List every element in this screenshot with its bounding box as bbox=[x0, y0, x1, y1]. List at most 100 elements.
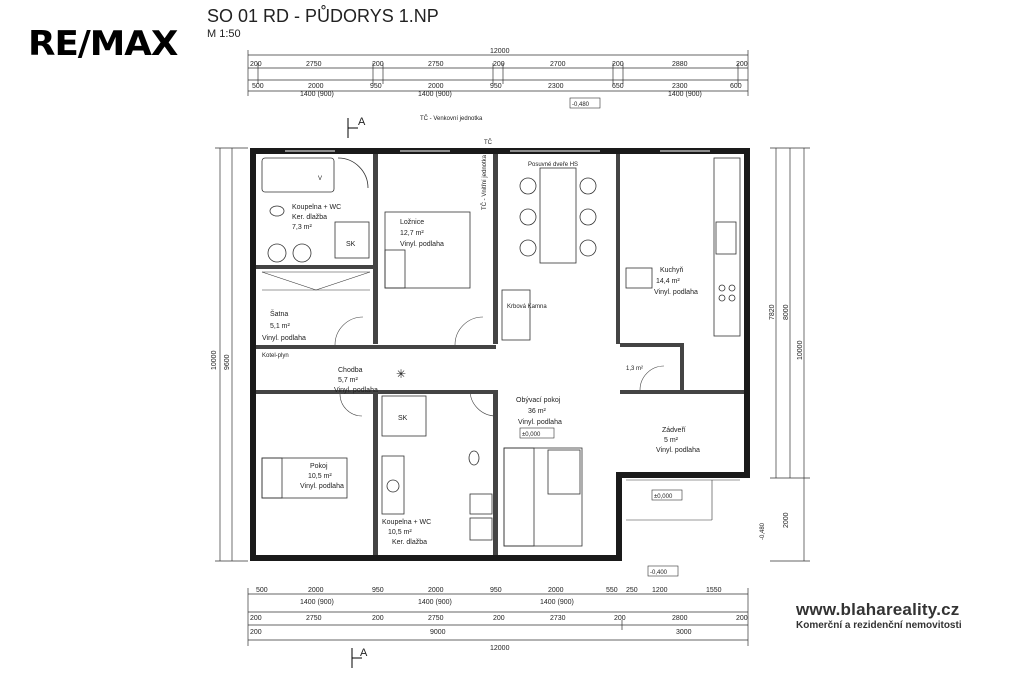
tc-indoor-label: TČ - Vnitřní jednotka bbox=[481, 154, 488, 210]
room-bedroom: Ložnice 12,7 m² Vinyl. podlaha bbox=[400, 219, 444, 248]
left-dimension-lines bbox=[215, 147, 248, 562]
wardrobe-shelves bbox=[261, 271, 371, 291]
level-bottom: -0,400 bbox=[650, 570, 668, 576]
corridor-light-icon: ✳ bbox=[396, 367, 406, 381]
svg-text:1400 (900): 1400 (900) bbox=[668, 91, 702, 98]
outer-walls bbox=[250, 148, 750, 561]
svg-text:950: 950 bbox=[372, 587, 384, 594]
right-dimension-lines bbox=[770, 147, 810, 562]
svg-text:10,5 m²: 10,5 m² bbox=[388, 529, 412, 536]
svg-text:9000: 9000 bbox=[430, 629, 446, 636]
svg-text:5,1 m²: 5,1 m² bbox=[270, 323, 291, 330]
svg-text:2300: 2300 bbox=[672, 83, 688, 90]
room-pokoj: Pokoj 10,5 m² Vinyl. podlaha bbox=[300, 463, 344, 490]
sliding-door-label: Posuvné dveře HS bbox=[528, 162, 578, 168]
svg-text:200: 200 bbox=[493, 615, 505, 622]
level-right: -0,480 bbox=[760, 522, 766, 540]
plan-title: SO 01 RD - PŮDORYS 1.NP bbox=[207, 6, 439, 26]
svg-text:1400 (900): 1400 (900) bbox=[540, 599, 574, 606]
small-room-area: 1,3 m² bbox=[626, 366, 643, 372]
svg-text:5 m²: 5 m² bbox=[664, 437, 679, 444]
dim-bottom-row3: 200 2750 200 2750 200 2730 200 2800 200 bbox=[250, 615, 748, 622]
svg-text:Vinyl. podlaha: Vinyl. podlaha bbox=[400, 241, 444, 248]
svg-text:Vinyl. podlaha: Vinyl. podlaha bbox=[654, 289, 698, 296]
svg-text:1200: 1200 bbox=[652, 587, 668, 594]
bath2-fixtures bbox=[381, 395, 493, 541]
svg-text:36 m²: 36 m² bbox=[528, 408, 547, 415]
svg-text:200: 200 bbox=[250, 629, 262, 636]
svg-text:5,7 m²: 5,7 m² bbox=[338, 377, 359, 384]
dim-top-row1: 200 2750 200 2750 200 2700 200 2880 200 bbox=[250, 61, 748, 68]
svg-text:200: 200 bbox=[614, 615, 626, 622]
svg-text:Kuchyň: Kuchyň bbox=[660, 267, 683, 274]
svg-text:Vinyl. podlaha: Vinyl. podlaha bbox=[334, 387, 378, 394]
svg-text:Vinyl. podlaha: Vinyl. podlaha bbox=[518, 419, 562, 426]
svg-text:Krbová Kamna: Krbová Kamna bbox=[507, 304, 547, 310]
svg-text:Ložnice: Ložnice bbox=[400, 219, 424, 226]
svg-text:200: 200 bbox=[372, 61, 384, 68]
dim-bottom-total: 12000 bbox=[490, 645, 510, 652]
dim-bottom-row2: 1400 (900) 1400 (900) 1400 (900) bbox=[300, 599, 574, 606]
svg-text:2730: 2730 bbox=[550, 615, 566, 622]
room-corridor: Chodba 5,7 m² Vinyl. podlaha bbox=[334, 367, 378, 394]
svg-text:Šatna: Šatna bbox=[270, 309, 288, 318]
shower-label-1: SK bbox=[346, 241, 356, 248]
room-living: Obývací pokoj 36 m² Vinyl. podlaha bbox=[516, 397, 562, 426]
remax-logo: RE/MAX bbox=[28, 24, 178, 64]
svg-text:1400 (900): 1400 (900) bbox=[300, 91, 334, 98]
svg-text:2000: 2000 bbox=[548, 587, 564, 594]
svg-text:500: 500 bbox=[252, 83, 264, 90]
room-bath2: Koupelna + WC 10,5 m² Ker. dlažba bbox=[382, 519, 431, 546]
svg-text:3000: 3000 bbox=[676, 629, 692, 636]
svg-text:Koupelna + WC: Koupelna + WC bbox=[382, 519, 431, 526]
svg-text:Vinyl. podlaha: Vinyl. podlaha bbox=[656, 447, 700, 454]
kitchen-counter bbox=[625, 157, 741, 337]
svg-text:200: 200 bbox=[250, 615, 262, 622]
bottom-dimension-lines bbox=[247, 588, 749, 646]
svg-text:550: 550 bbox=[606, 587, 618, 594]
entry-steps bbox=[626, 479, 740, 521]
bath1-fixtures bbox=[261, 157, 370, 263]
room-wardrobe: Šatna 5,1 m² Vinyl. podlaha bbox=[262, 309, 306, 342]
svg-text:2750: 2750 bbox=[306, 615, 322, 622]
svg-text:650: 650 bbox=[612, 83, 624, 90]
level-box-top bbox=[569, 97, 601, 109]
svg-text:2750: 2750 bbox=[428, 615, 444, 622]
svg-text:500: 500 bbox=[256, 587, 268, 594]
svg-text:200: 200 bbox=[736, 61, 748, 68]
stove-label: Krbová Kamna bbox=[507, 304, 547, 310]
svg-text:Vinyl. podlaha: Vinyl. podlaha bbox=[300, 483, 344, 490]
top-dimension-lines bbox=[248, 54, 748, 92]
svg-text:Vinyl. podlaha: Vinyl. podlaha bbox=[262, 335, 306, 342]
dim-right-1: 7820 bbox=[769, 304, 776, 320]
inner-walls bbox=[256, 154, 744, 555]
svg-text:1400 (900): 1400 (900) bbox=[300, 599, 334, 606]
top-dimension-ticks bbox=[247, 50, 749, 96]
bedroom-bed bbox=[384, 211, 471, 289]
tc-short-label: TČ bbox=[484, 139, 493, 146]
room-bath1: Koupelna + WC Ker. dlažba 7,3 m² bbox=[292, 204, 341, 231]
svg-text:12,7 m²: 12,7 m² bbox=[400, 230, 424, 237]
svg-text:2000: 2000 bbox=[428, 83, 444, 90]
svg-text:Ker. dlažba: Ker. dlažba bbox=[292, 214, 327, 221]
svg-text:Chodba: Chodba bbox=[338, 367, 363, 374]
svg-text:Pokoj: Pokoj bbox=[310, 463, 328, 470]
svg-text:950: 950 bbox=[490, 587, 502, 594]
door-swings bbox=[334, 316, 665, 417]
svg-text:1400 (900): 1400 (900) bbox=[418, 599, 452, 606]
plan-scale: M 1:50 bbox=[207, 28, 241, 40]
svg-text:200: 200 bbox=[372, 615, 384, 622]
svg-text:2880: 2880 bbox=[672, 61, 688, 68]
level-box-entry bbox=[651, 489, 683, 501]
boiler-label: Kotel-plyn bbox=[262, 353, 289, 359]
room-kitchen: Kuchyň 14,4 m² Vinyl. podlaha bbox=[654, 267, 698, 296]
svg-text:14,4 m²: 14,4 m² bbox=[656, 278, 680, 285]
svg-text:2800: 2800 bbox=[672, 615, 688, 622]
level-box-living bbox=[519, 427, 555, 439]
dim-right-2: 8000 bbox=[783, 304, 790, 320]
svg-text:1400 (900): 1400 (900) bbox=[418, 91, 452, 98]
svg-text:200: 200 bbox=[493, 61, 505, 68]
level-living: ±0,000 bbox=[522, 432, 541, 438]
svg-text:2000: 2000 bbox=[428, 587, 444, 594]
svg-text:950: 950 bbox=[370, 83, 382, 90]
